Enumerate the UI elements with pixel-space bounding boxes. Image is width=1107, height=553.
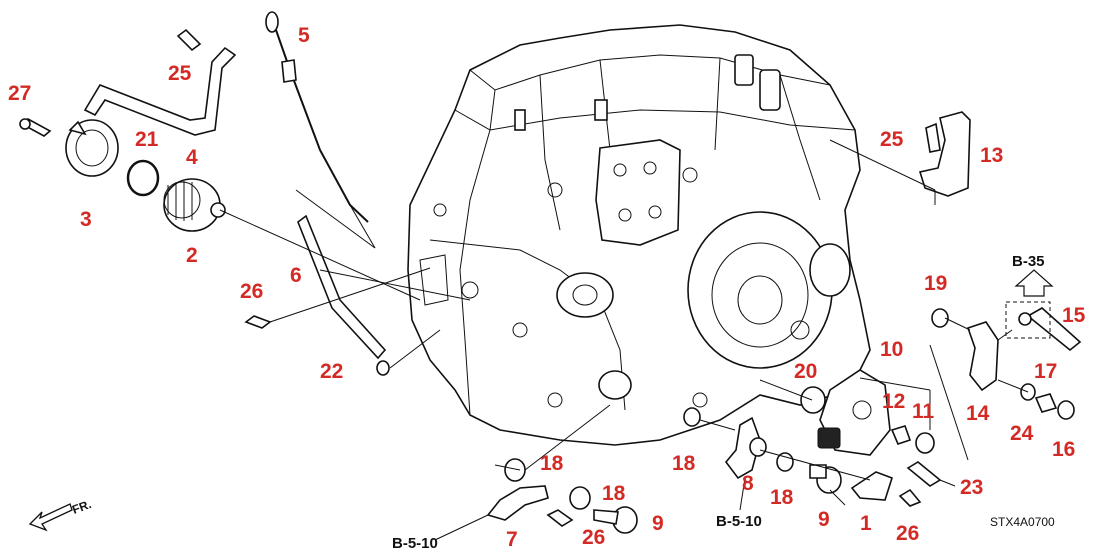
callout-18-a: 18 (540, 452, 564, 475)
callout-14: 14 (966, 402, 990, 425)
bolt-15 (1026, 307, 1082, 352)
washer-18-a (504, 458, 526, 482)
fitting-8 (724, 416, 761, 480)
front-label: FR. (70, 497, 93, 517)
washer-18-c (683, 407, 701, 427)
callout-27: 27 (8, 82, 31, 105)
dipstick-tube-6 (297, 214, 387, 360)
bracket-13 (918, 111, 971, 197)
breather-tube-4 (83, 46, 237, 136)
bolt-26-bottom (546, 509, 574, 527)
ref-b510-right: B-5-10 (716, 513, 762, 530)
callout-18-c: 18 (672, 452, 696, 475)
transmission-housing (407, 24, 871, 446)
bolt-26-right (898, 488, 922, 507)
bolt-23 (906, 461, 942, 487)
callout-20: 20 (794, 360, 817, 383)
callout-15: 15 (1062, 304, 1086, 327)
callout-9-right: 9 (818, 508, 830, 531)
o-ring-21 (126, 159, 160, 197)
callout-6: 6 (290, 264, 302, 287)
position-switch-10 (817, 369, 891, 456)
callout-13: 13 (980, 144, 1003, 167)
bolt-25-top (176, 28, 202, 52)
dashed-box-15 (1005, 301, 1051, 339)
nut-20 (800, 386, 826, 414)
bolt-25-right (925, 122, 941, 153)
ref-b35: B-35 (1012, 253, 1045, 270)
front-arrow-icon (28, 503, 73, 532)
callout-7: 7 (506, 528, 518, 551)
callout-25-right: 25 (880, 128, 904, 151)
callout-11: 11 (912, 400, 935, 423)
ref-b510-left: B-5-10 (392, 535, 438, 552)
washer-11 (915, 432, 935, 454)
callout-23: 23 (960, 476, 983, 499)
callout-26-right: 26 (896, 522, 919, 545)
callout-19: 19 (924, 272, 947, 295)
diagram-code: STX4A0700 (990, 515, 1055, 529)
callout-1: 1 (860, 512, 872, 535)
clip-12 (890, 425, 912, 445)
bracket-14 (966, 321, 999, 392)
washer-18-b (569, 486, 591, 510)
callout-5: 5 (298, 24, 310, 47)
callout-10: 10 (880, 338, 903, 361)
callout-26-bottom: 26 (582, 526, 605, 549)
callout-22: 22 (320, 360, 343, 383)
callout-9-bottom: 9 (652, 512, 664, 535)
callout-21: 21 (135, 128, 159, 151)
callout-24: 24 (1010, 422, 1034, 445)
callout-3: 3 (80, 208, 92, 231)
fitting-7 (486, 485, 549, 521)
callout-18-d: 18 (770, 486, 794, 509)
bracket-1 (850, 471, 893, 501)
callout-8: 8 (742, 472, 754, 495)
bolt-9-bottom (593, 506, 638, 534)
arrow-up-icon (1014, 269, 1054, 297)
clip-17 (1034, 393, 1058, 413)
callout-17: 17 (1034, 360, 1057, 383)
callout-16: 16 (1052, 438, 1075, 461)
nut-16 (1057, 400, 1075, 420)
callout-18-b: 18 (602, 482, 626, 505)
callout-26-left: 26 (240, 280, 263, 303)
washer-22 (376, 360, 390, 376)
atf-filter-2 (163, 178, 226, 232)
callout-25-top: 25 (168, 62, 192, 85)
callout-12: 12 (882, 390, 905, 413)
nut-19 (931, 308, 949, 328)
dipstick-5 (265, 11, 369, 223)
callout-2: 2 (186, 244, 198, 267)
bolt-27 (19, 118, 52, 137)
bolt-26-left (244, 315, 272, 329)
callout-4: 4 (186, 146, 198, 169)
leader-lines (219, 139, 1029, 541)
filter-cover-3 (65, 119, 119, 177)
bolt-9-right (809, 464, 842, 494)
